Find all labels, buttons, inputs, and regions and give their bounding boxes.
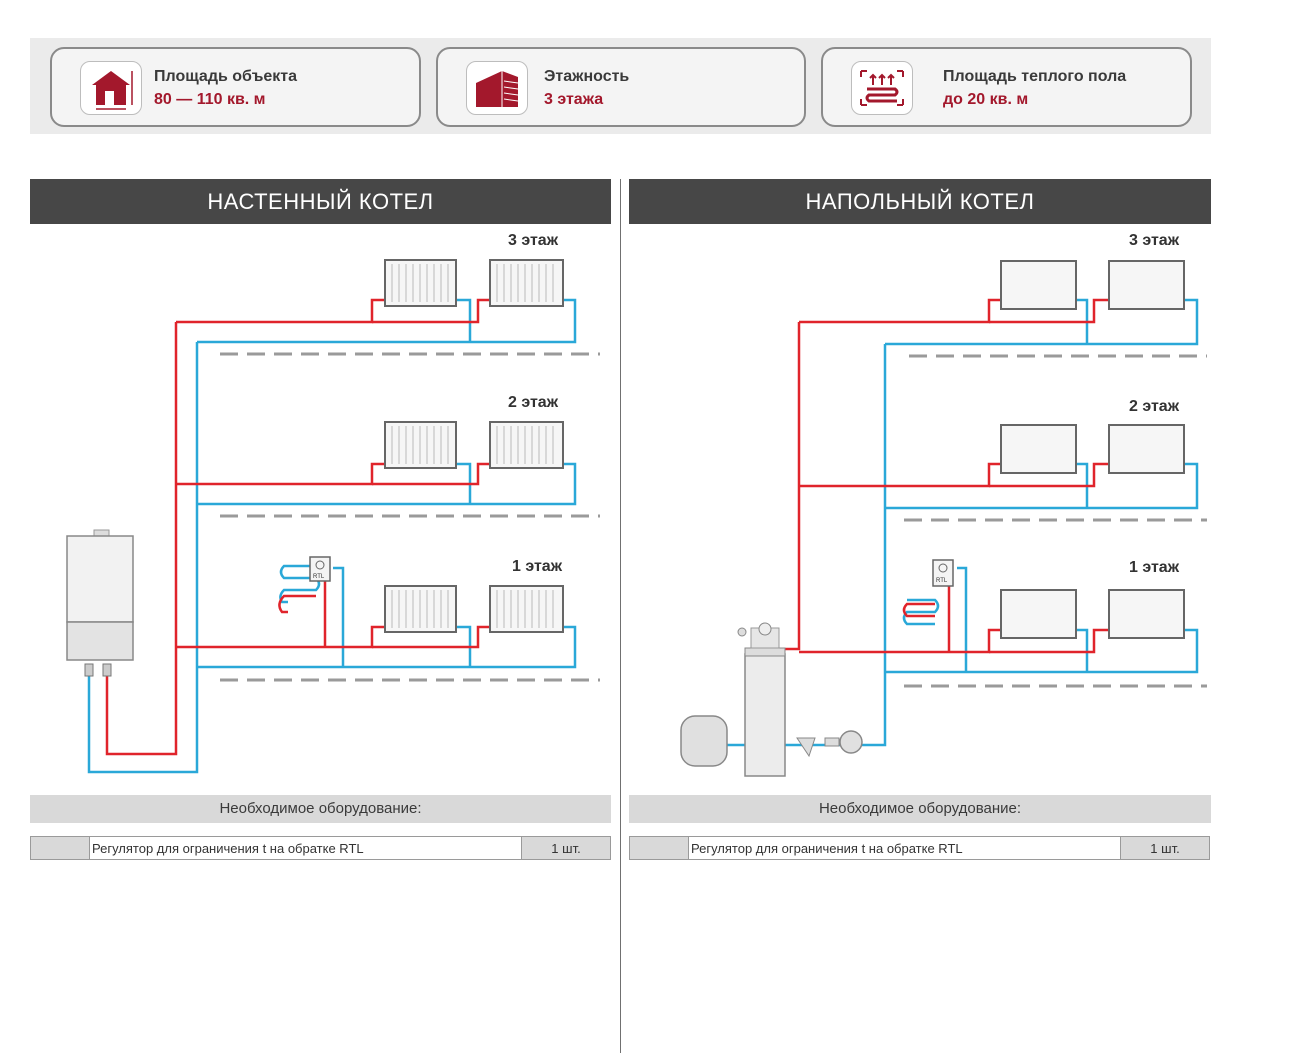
right-equipment-row: Регулятор для ограничения t на обратке R…	[629, 836, 1210, 860]
rtl-label: RTL	[313, 574, 325, 580]
rtl-label: RTL	[936, 578, 948, 584]
area-title: Площадь объекта	[154, 68, 298, 85]
expansion-tank	[680, 715, 728, 767]
floor-label-3: 3 этаж	[508, 232, 559, 249]
supply-pipes	[105, 298, 490, 756]
area-value: 80 — 110 кв. м	[154, 91, 266, 108]
floor-label-1: 1 этаж	[1129, 559, 1180, 576]
pump-and-filter	[796, 730, 863, 758]
right-equipment-title: Необходимое оборудование:	[629, 795, 1211, 823]
floor-label-2: 2 этаж	[508, 394, 559, 411]
wall-boiler	[66, 529, 134, 677]
info-card-floors: Этажность 3 этажа	[436, 47, 806, 127]
return-pipes	[87, 298, 577, 774]
house-area-icon	[80, 61, 142, 115]
info-card-floor-heating: Площадь теплого пола до 20 кв. м	[821, 47, 1192, 127]
floor-label-2: 2 этаж	[1129, 398, 1180, 415]
rtl-regulator	[932, 559, 954, 587]
radiator-3-2	[489, 259, 564, 307]
floor-boiler	[737, 622, 786, 777]
left-equipment-row: Регулятор для ограничения t на обратке R…	[30, 836, 611, 860]
building-icon	[466, 61, 528, 115]
floor-label-3: 3 этаж	[1129, 232, 1180, 249]
wall-boiler-diagram: 3 этаж 2 этаж 1 этаж RTL	[66, 232, 600, 774]
equipment-name: Регулятор для ограничения t на обратке R…	[691, 841, 963, 856]
radiator-2-2	[489, 421, 564, 469]
floor-heating-title: Площадь теплого пола	[943, 68, 1127, 85]
left-equipment-title: Необходимое оборудование:	[30, 795, 611, 823]
radiator-1-2	[489, 585, 564, 633]
equipment-qty: 1 шт.	[1120, 837, 1209, 859]
floor-boiler-header: НАПОЛЬНЫЙ КОТЕЛ	[629, 179, 1211, 224]
floor-label-1: 1 этаж	[512, 558, 563, 575]
floors-title: Этажность	[544, 68, 630, 85]
wall-boiler-header: НАСТЕННЫЙ КОТЕЛ	[30, 179, 611, 224]
equipment-name: Регулятор для ограничения t на обратке R…	[92, 841, 364, 856]
floors-value: 3 этажа	[544, 91, 604, 108]
column-divider	[620, 179, 621, 1053]
info-card-area: Площадь объекта 80 — 110 кв. м	[50, 47, 421, 127]
floor-heating-icon	[851, 61, 913, 115]
floor-boiler-diagram: 3 этаж 2 этаж 1 этаж RTL	[680, 232, 1207, 777]
equipment-qty: 1 шт.	[521, 837, 610, 859]
floor-heating-value: до 20 кв. м	[943, 91, 1029, 108]
info-strip: Площадь объекта 80 — 110 кв. м Этажность…	[30, 38, 1211, 134]
